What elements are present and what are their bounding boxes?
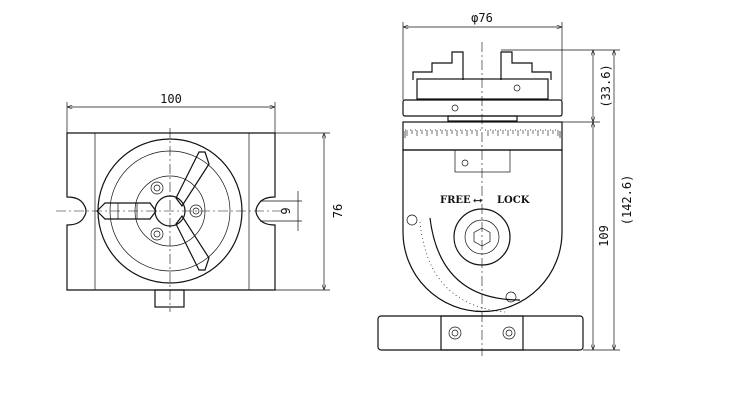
bolt-icon: [448, 326, 462, 340]
bolt-icon: [150, 227, 164, 241]
lock-label: LOCK: [497, 195, 530, 206]
side-view: φ76 FREE ⟷ LOCK (33.6) 109 (142.6): [377, 11, 634, 356]
chuck-jaws: [412, 51, 552, 80]
handle-knob: [154, 289, 185, 308]
bolt-icon: [406, 214, 418, 226]
chuck-height-dimension: (33.6): [599, 64, 613, 107]
double-arrow-icon: ⟷: [473, 193, 482, 207]
bolt-icon: [150, 181, 164, 195]
body-height-dimension: 109: [597, 225, 611, 247]
body: [402, 149, 563, 313]
free-label: FREE: [440, 195, 471, 206]
height-dimension: 76: [331, 204, 345, 218]
top-view: 100 76 9: [56, 92, 345, 312]
overall-height-dimension: (142.6): [620, 175, 634, 226]
base-plate: [377, 315, 584, 351]
slot-dimension: 9: [279, 207, 293, 214]
width-dimension: 100: [160, 92, 182, 106]
bolt-icon: [505, 291, 517, 303]
chuck-jaw: [175, 214, 210, 271]
chuck-jaw: [175, 151, 210, 208]
bolt-icon: [502, 326, 516, 340]
chuck-diameter-dimension: φ76: [471, 11, 493, 25]
